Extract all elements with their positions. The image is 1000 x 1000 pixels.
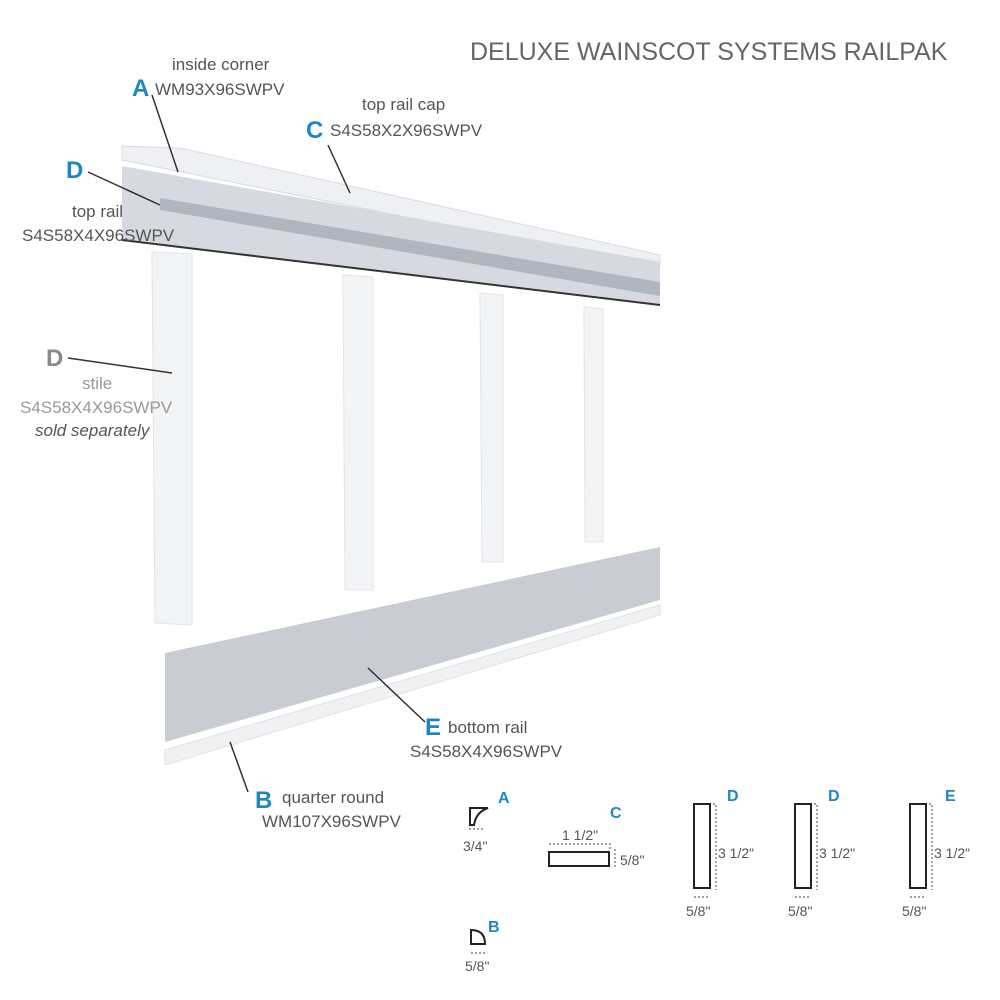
stile-2: [342, 274, 374, 591]
profile-d2-letter: D: [828, 788, 840, 805]
profile-d2-width: 5/8": [788, 903, 812, 919]
top-rail-letter: D: [66, 157, 83, 184]
top-rail-name: top rail: [72, 202, 123, 221]
quarter-round-sku: WM107X96SWPV: [262, 812, 402, 831]
stile-letter: D: [46, 345, 63, 372]
profile-a: A 3/4": [463, 790, 510, 854]
profile-c: C 1 1/2" 5/8": [548, 805, 644, 868]
top-rail-edge: [121, 239, 661, 306]
top-rail: [122, 166, 660, 305]
quarter-round: [164, 604, 661, 766]
stile-name: stile: [82, 374, 112, 393]
stile-3: [479, 292, 504, 563]
inside-corner-name: inside corner: [172, 55, 270, 74]
top-rail-shadow: [160, 198, 660, 296]
top-rail-cap-sku: S4S58X2X96SWPV: [330, 121, 483, 140]
top-rail-sku: S4S58X4X96SWPV: [22, 226, 175, 245]
top-rail-cap-name: top rail cap: [362, 95, 445, 114]
stile-note: sold separately: [35, 421, 151, 440]
stile-sku: S4S58X4X96SWPV: [20, 398, 173, 417]
profile-e-letter: E: [945, 788, 956, 805]
profile-d2: D 3 1/2" 5/8": [788, 788, 855, 919]
profile-a-width: 3/4": [463, 838, 487, 854]
profile-c-letter: C: [610, 805, 622, 822]
quarter-round-letter: B: [255, 787, 272, 814]
profile-c-height: 5/8": [620, 852, 644, 868]
profile-b-width: 5/8": [465, 958, 489, 974]
stile-4: [583, 306, 604, 543]
inside-corner-sku: WM93X96SWPV: [155, 80, 285, 99]
top-rail-cap-letter: C: [306, 117, 323, 144]
profile-d1: D 3 1/2" 5/8": [686, 788, 754, 919]
profile-b-letter: B: [488, 919, 500, 936]
profile-d1-width: 5/8": [686, 903, 710, 919]
inside-corner-letter: A: [132, 75, 149, 102]
profile-c-width: 1 1/2": [562, 827, 598, 843]
diagram-title: DELUXE WAINSCOT SYSTEMS RAILPAK: [470, 38, 948, 66]
quarter-round-name: quarter round: [282, 788, 384, 807]
bottom-rail-sku: S4S58X4X96SWPV: [410, 742, 563, 761]
profile-e: E 3 1/2" 5/8": [902, 788, 970, 919]
bottom-rail-letter: E: [425, 714, 441, 741]
profile-d1-height: 3 1/2": [718, 845, 754, 861]
bottom-rail: [165, 547, 660, 742]
profile-a-letter: A: [498, 790, 510, 807]
profile-e-width: 5/8": [902, 903, 926, 919]
profile-b: B 5/8": [465, 919, 500, 974]
stile-1: [151, 251, 193, 626]
profile-e-height: 3 1/2": [934, 845, 970, 861]
bottom-rail-name: bottom rail: [448, 718, 527, 737]
profile-d2-height: 3 1/2": [819, 845, 855, 861]
profile-d1-letter: D: [727, 788, 739, 805]
